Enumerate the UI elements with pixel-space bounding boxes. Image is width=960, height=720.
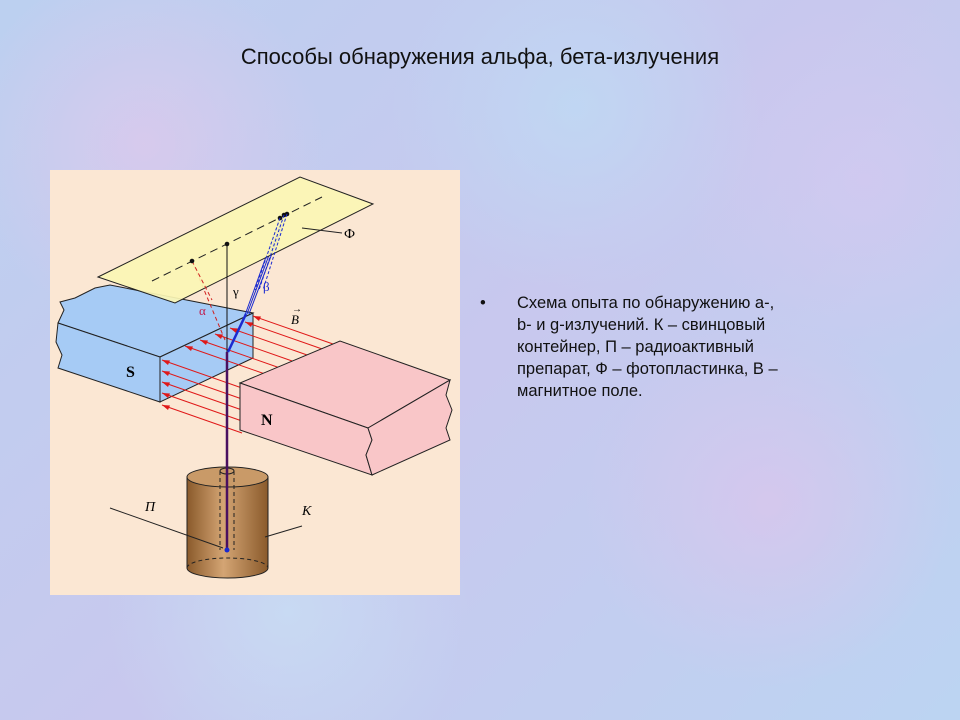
field-arrow-icon	[185, 346, 193, 351]
field-arrow-icon	[253, 316, 261, 321]
beta-ray	[226, 313, 248, 353]
container-pointer	[264, 525, 303, 538]
field-line	[214, 333, 296, 363]
field-line	[184, 345, 266, 375]
field-arrow-icon	[162, 382, 170, 387]
experiment-diagram: Ф γ β α B → S N П К	[50, 170, 460, 595]
north-magnet	[238, 340, 453, 476]
label-field: B	[291, 312, 299, 327]
field-line	[161, 404, 243, 434]
south-magnet	[55, 284, 255, 403]
field-line	[161, 370, 243, 400]
photo-plate	[96, 176, 375, 304]
label-north: N	[261, 412, 273, 429]
field-line	[252, 315, 334, 345]
label-alpha: α	[199, 303, 206, 318]
label-photoplate: Ф	[344, 227, 355, 242]
bullet-text: Схема опыта по обнаружению a-, b- и g-из…	[517, 294, 778, 400]
source-pointer	[109, 507, 224, 549]
field-arrow-icon	[245, 322, 253, 327]
diagram-svg: Ф γ β α B → S N П К	[55, 176, 453, 579]
field-line	[161, 359, 243, 389]
field-line	[161, 381, 243, 411]
field-arrow-icon	[162, 360, 170, 365]
bullet-icon: •	[480, 294, 486, 312]
field-line	[229, 327, 311, 357]
label-south: S	[126, 364, 135, 381]
magnetic-field-lines	[161, 315, 334, 434]
source-point	[224, 547, 230, 553]
label-beta: β	[263, 279, 270, 294]
field-arrow-icon	[230, 328, 238, 333]
field-arrow-icon	[162, 371, 170, 376]
field-arrow-icon	[162, 405, 170, 410]
field-arrow-icon	[162, 393, 170, 398]
label-source: П	[144, 500, 156, 515]
label-container: К	[301, 504, 312, 519]
label-gamma: γ	[232, 284, 239, 299]
vector-arrow-icon: →	[292, 304, 302, 315]
field-arrow-icon	[215, 334, 223, 339]
field-line	[161, 392, 243, 422]
field-line	[199, 339, 281, 369]
slide-title: Способы обнаружения альфа, бета-излучени…	[240, 44, 720, 69]
field-arrow-icon	[200, 340, 208, 345]
field-line	[244, 321, 326, 351]
